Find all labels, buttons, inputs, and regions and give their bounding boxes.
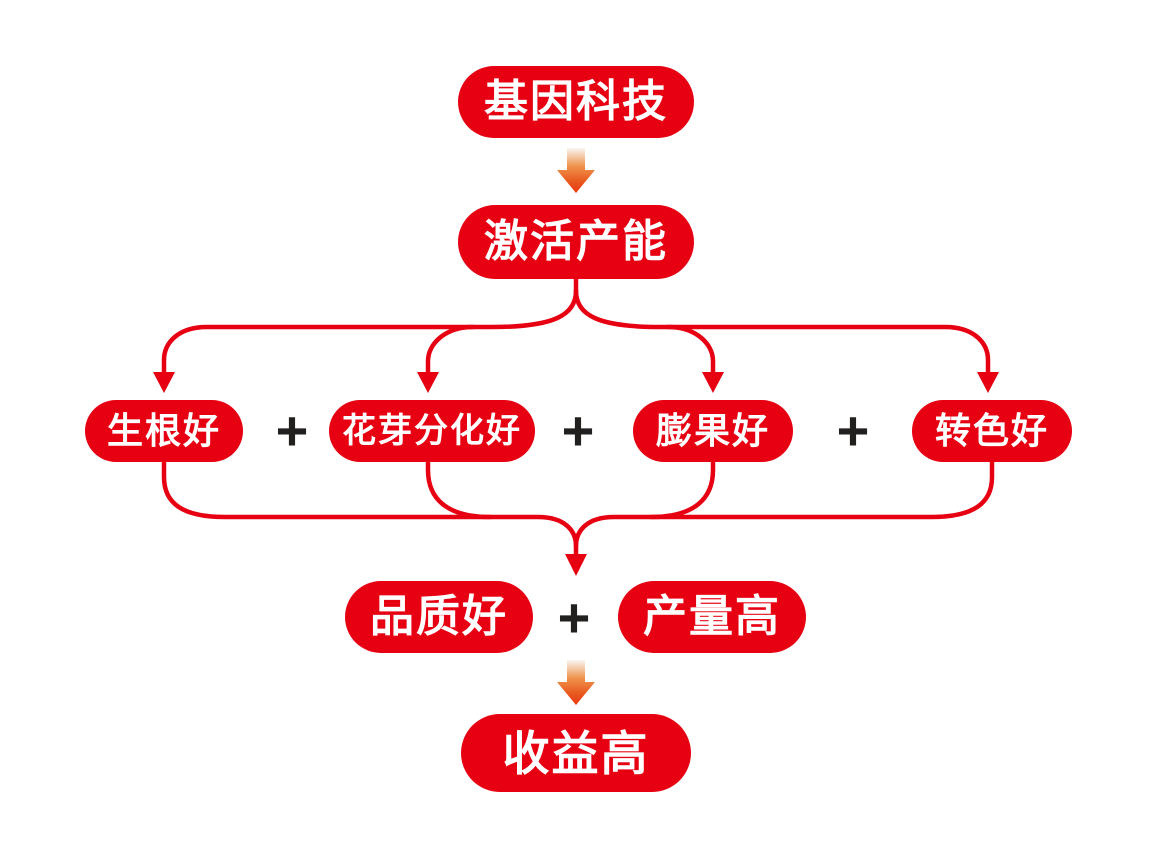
node-good-quality: 品质好 bbox=[345, 581, 533, 653]
plus-sign: + bbox=[561, 399, 595, 462]
plus-sign: + bbox=[836, 399, 870, 462]
arrowhead-down-icon bbox=[417, 372, 439, 393]
connector-branch-fruit bbox=[665, 324, 716, 375]
node-good-fruit-swelling: 膨果好 bbox=[633, 400, 793, 462]
connector-merge-fruit bbox=[648, 460, 716, 520]
connector-merge-right bbox=[573, 460, 995, 549]
arrowhead-down-icon bbox=[702, 372, 724, 393]
node-activate-capacity: 激活产能 bbox=[458, 205, 694, 279]
node-gene-technology: 基因科技 bbox=[458, 66, 694, 138]
gradient-arrow-down-icon bbox=[557, 660, 595, 705]
arrowhead-down-icon bbox=[565, 554, 587, 576]
connector-merge-flower bbox=[425, 460, 493, 520]
arrowhead-down-icon bbox=[977, 372, 999, 393]
connector-branch-flower bbox=[425, 324, 476, 375]
plus-sign: + bbox=[557, 586, 591, 649]
connector-split-left bbox=[161, 288, 579, 375]
arrowhead-down-icon bbox=[153, 372, 175, 393]
plus-sign: + bbox=[275, 399, 309, 462]
node-good-color-turning: 转色好 bbox=[912, 400, 1072, 462]
connector-split-right bbox=[573, 288, 991, 375]
connector-merge-left bbox=[161, 460, 579, 560]
node-high-yield: 产量高 bbox=[618, 581, 806, 653]
node-good-flower-bud-differentiation: 花芽分化好 bbox=[329, 400, 535, 462]
node-high-profit: 收益高 bbox=[461, 714, 691, 792]
gradient-arrow-down-icon bbox=[557, 148, 595, 193]
node-good-rooting: 生根好 bbox=[85, 400, 243, 462]
